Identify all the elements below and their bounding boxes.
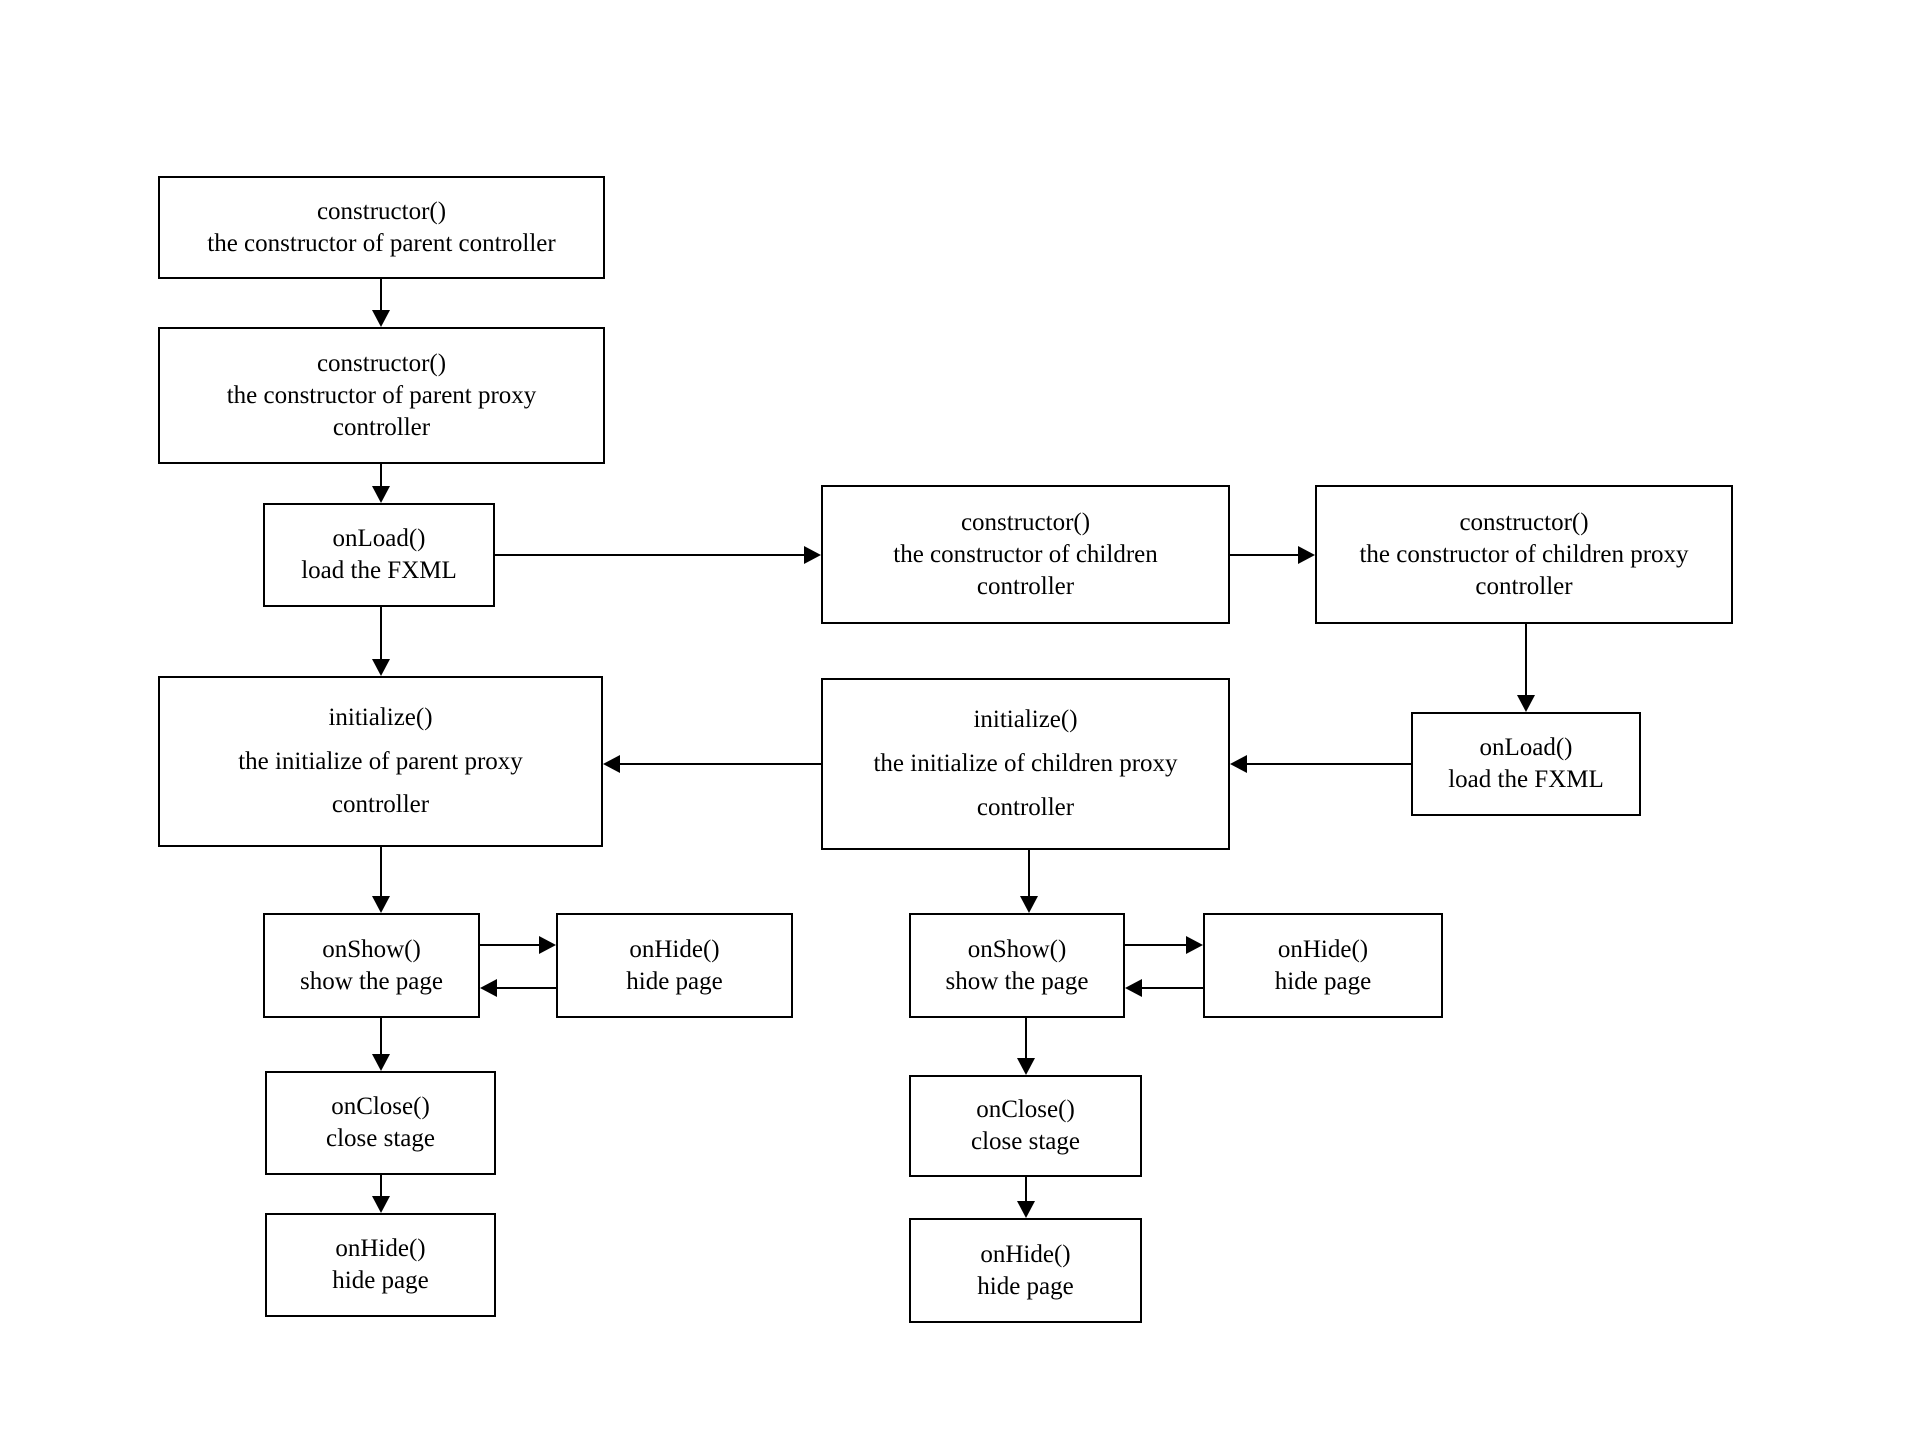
arrowhead-down-icon	[372, 659, 390, 676]
node-line-2: the initialize of parent proxy	[238, 747, 523, 775]
edge-children-constructor-to-children-proxy	[1230, 554, 1299, 556]
arrowhead-right-icon	[539, 936, 556, 954]
arrowhead-down-icon	[1517, 695, 1535, 712]
edge-children-onhide-to-onshow	[1142, 987, 1203, 989]
node-line-2: close stage	[326, 1125, 435, 1152]
edge-children-initialize-to-parent-initialize	[620, 763, 821, 765]
arrowhead-right-icon	[804, 546, 821, 564]
edge-children-onshow-to-onclose	[1025, 1018, 1027, 1058]
arrowhead-right-icon	[1298, 546, 1315, 564]
node-line-2: hide page	[626, 967, 723, 995]
arrowhead-down-icon	[372, 486, 390, 503]
node-parent-proxy-initialize: initialize() the initialize of parent pr…	[158, 676, 603, 847]
arrowhead-left-icon	[480, 979, 497, 997]
edge-children-proxy-to-children-onload	[1525, 624, 1527, 695]
arrowhead-left-icon	[1230, 755, 1247, 773]
node-children-onload: onLoad() load the FXML	[1411, 712, 1641, 816]
edge-parent-initialize-to-parent-onshow	[380, 847, 382, 896]
edge-children-onshow-to-onhide	[1125, 944, 1186, 946]
node-line-1: onClose()	[331, 1093, 430, 1120]
node-parent-proxy-controller-constructor: constructor() the constructor of parent …	[158, 327, 605, 464]
node-line-3: controller	[332, 413, 431, 441]
node-line-1: initialize()	[328, 703, 433, 731]
node-parent-controller-constructor: constructor() the constructor of parent …	[158, 176, 605, 279]
node-line-1: onHide()	[1277, 935, 1369, 963]
arrowhead-down-icon	[1017, 1201, 1035, 1218]
edge-parent-onclose-to-onhide	[380, 1175, 382, 1196]
node-parent-onhide-side: onHide() hide page	[556, 913, 793, 1018]
node-line-1: onLoad()	[1479, 734, 1573, 761]
node-line-2: load the FXML	[1448, 766, 1604, 793]
edge-parent-proxy-to-parent-onload	[380, 464, 382, 486]
node-line-2: the constructor of children	[893, 540, 1158, 568]
node-line-2: the constructor of children proxy	[1359, 540, 1689, 568]
node-line-1: constructor()	[316, 349, 447, 377]
node-line-1: onHide()	[980, 1240, 1071, 1268]
node-parent-onshow: onShow() show the page	[263, 913, 480, 1018]
node-children-onclose: onClose() close stage	[909, 1075, 1142, 1177]
edge-parent-onload-to-parent-initialize	[380, 607, 382, 659]
node-line-1: onHide()	[335, 1235, 426, 1262]
node-line-1: onHide()	[629, 935, 720, 963]
arrowhead-down-icon	[372, 1054, 390, 1071]
node-line-2: load the FXML	[301, 557, 457, 584]
arrowhead-down-icon	[1020, 896, 1038, 913]
node-line-2: show the page	[945, 967, 1089, 995]
arrowhead-right-icon	[1186, 936, 1203, 954]
node-line-3: controller	[976, 793, 1075, 821]
edge-children-initialize-to-children-onshow	[1028, 850, 1030, 896]
arrowhead-left-icon	[1125, 979, 1142, 997]
node-line-1: onShow()	[322, 935, 421, 963]
node-line-2: the constructor of parent proxy	[226, 381, 537, 409]
node-line-1: onLoad()	[332, 525, 426, 552]
node-line-2: close stage	[971, 1128, 1080, 1155]
node-line-3: controller	[1475, 572, 1573, 600]
node-line-3: controller	[976, 572, 1075, 600]
node-children-onshow: onShow() show the page	[909, 913, 1125, 1018]
node-line-2: show the page	[299, 967, 444, 995]
edge-parent-onshow-to-onclose	[380, 1018, 382, 1054]
node-children-controller-constructor: constructor() the constructor of childre…	[821, 485, 1230, 624]
node-line-2: the constructor of parent controller	[207, 229, 556, 257]
node-line-1: constructor()	[960, 508, 1091, 536]
arrowhead-down-icon	[1017, 1058, 1035, 1075]
node-line-2: hide page	[1274, 967, 1372, 995]
edge-children-onload-to-children-initialize	[1247, 763, 1411, 765]
node-line-1: onShow()	[967, 935, 1067, 963]
node-line-2: the initialize of children proxy	[873, 750, 1178, 778]
node-line-1: onClose()	[976, 1096, 1075, 1123]
node-line-2: hide page	[977, 1272, 1074, 1300]
node-line-1: initialize()	[973, 706, 1078, 734]
node-children-onhide-bottom: onHide() hide page	[909, 1218, 1142, 1323]
arrowhead-down-icon	[372, 310, 390, 327]
node-children-proxy-initialize: initialize() the initialize of children …	[821, 678, 1230, 850]
node-children-onhide-side: onHide() hide page	[1203, 913, 1443, 1018]
arrowhead-left-icon	[603, 755, 620, 773]
node-line-3: controller	[331, 791, 430, 819]
edge-children-onclose-to-onhide	[1025, 1177, 1027, 1201]
node-children-proxy-controller-constructor: constructor() the constructor of childre…	[1315, 485, 1733, 624]
node-parent-onload: onLoad() load the FXML	[263, 503, 495, 607]
edge-parent-constructor-to-parent-proxy	[380, 279, 382, 311]
node-line-2: hide page	[332, 1267, 429, 1294]
node-parent-onclose: onClose() close stage	[265, 1071, 496, 1175]
arrowhead-down-icon	[372, 896, 390, 913]
node-line-1: constructor()	[1459, 508, 1589, 536]
edge-parent-onhide-to-onshow	[497, 987, 556, 989]
arrowhead-down-icon	[372, 1196, 390, 1213]
edge-parent-onshow-to-onhide	[480, 944, 539, 946]
edge-parent-onload-to-children-constructor	[495, 554, 805, 556]
node-parent-onhide-bottom: onHide() hide page	[265, 1213, 496, 1317]
node-line-1: constructor()	[316, 197, 447, 225]
